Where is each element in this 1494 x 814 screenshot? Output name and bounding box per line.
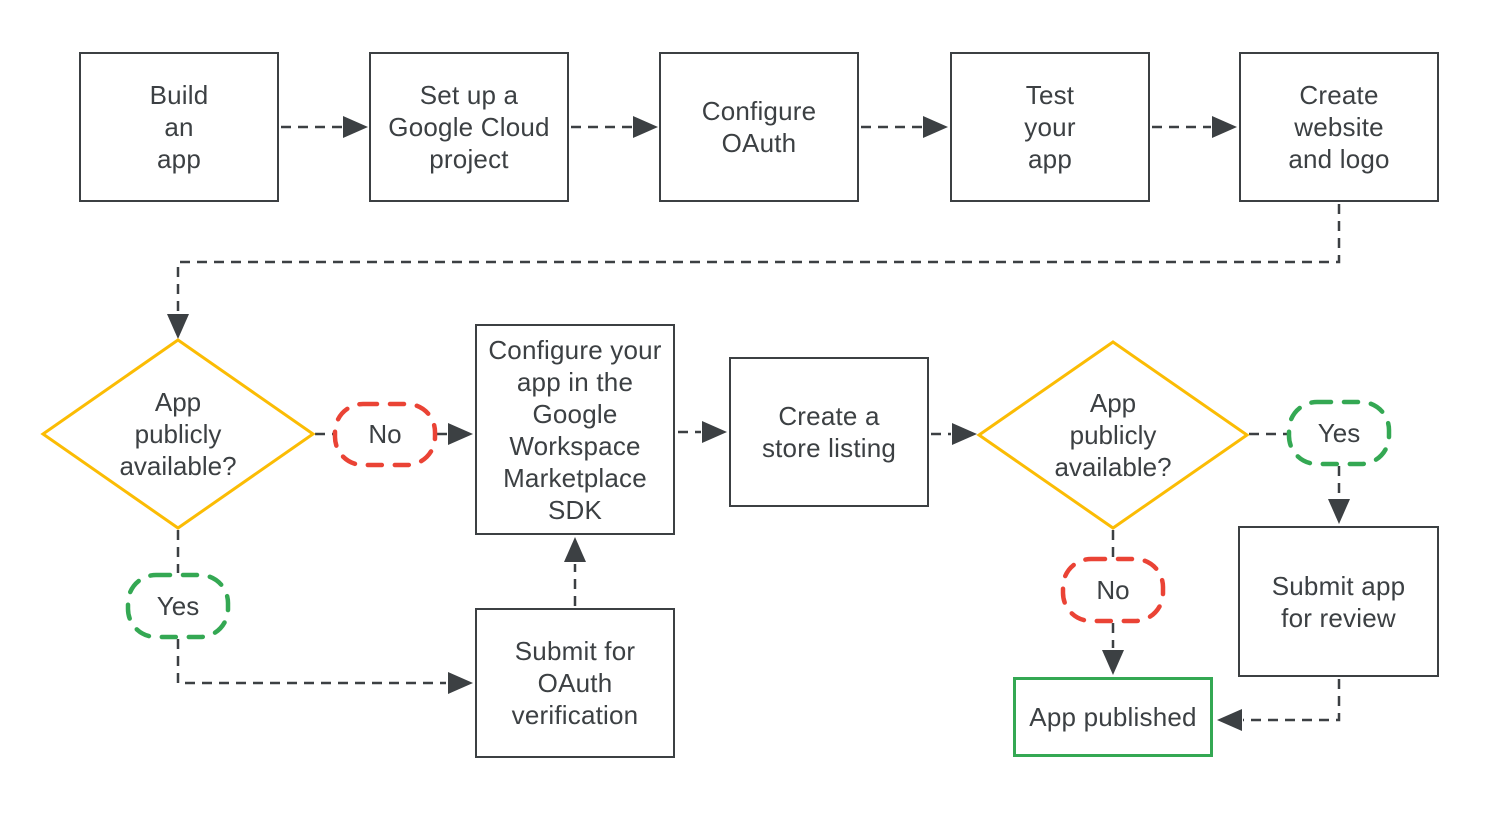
branch-pill-yes-1 — [125, 572, 231, 640]
arrowhead — [633, 116, 658, 138]
arrowhead — [1328, 499, 1350, 524]
decision-2-label: App publicly available? — [1054, 388, 1172, 482]
branch-label-no-1: No — [368, 419, 402, 449]
node-submit-oauth-verification: Submit for OAuth verification — [475, 608, 675, 758]
arrowhead — [952, 423, 977, 445]
branch-label-yes-2: Yes — [1317, 418, 1361, 448]
arrowhead — [448, 672, 473, 694]
arrowhead — [923, 116, 948, 138]
arrowhead — [564, 537, 586, 562]
node-create-website-and-logo: Create website and logo — [1239, 52, 1439, 202]
arrowhead — [448, 423, 473, 445]
connector — [1243, 679, 1341, 722]
node-set-up-google-cloud-project: Set up a Google Cloud project — [369, 52, 569, 202]
node-create-store-listing: Create a store listing — [729, 357, 929, 507]
arrowhead — [343, 116, 368, 138]
node-build-an-app: Build an app — [79, 52, 279, 202]
branch-pill-no-2 — [1060, 556, 1166, 624]
arrowhead — [702, 421, 727, 443]
arrowhead — [1102, 650, 1124, 675]
connector — [176, 639, 446, 685]
branch-label-no-2: No — [1096, 575, 1130, 605]
node-configure-oauth: Configure OAuth — [659, 52, 859, 202]
decision-diamond-2 — [976, 340, 1250, 530]
decision-1-label: App publicly available? — [119, 387, 237, 481]
branch-label-yes-1: Yes — [156, 591, 200, 621]
arrowhead — [1212, 116, 1237, 138]
node-test-your-app: Test your app — [950, 52, 1150, 202]
branch-pill-yes-2 — [1286, 399, 1392, 467]
branch-pill-no-1 — [332, 401, 438, 468]
connector — [176, 204, 1341, 313]
decision-diamond-1 — [40, 338, 316, 530]
node-app-published: App published — [1013, 677, 1213, 757]
arrowhead — [167, 314, 189, 339]
node-configure-marketplace-sdk: Configure your app in the Google Workspa… — [475, 324, 675, 535]
node-submit-app-for-review: Submit app for review — [1238, 526, 1439, 677]
arrowhead — [1217, 709, 1242, 731]
